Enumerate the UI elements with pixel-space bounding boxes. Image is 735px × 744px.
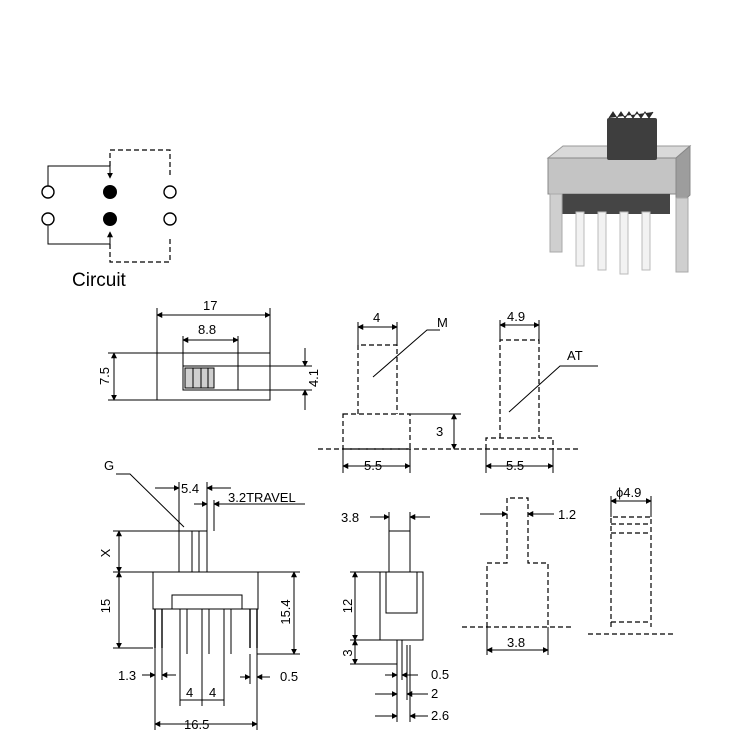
dim-0-5-side: 0.5 — [431, 667, 449, 682]
dim-0-5-front: 0.5 — [280, 669, 298, 684]
open-contact-icon — [41, 212, 55, 226]
g-actuator-view: 1.2 3.8 — [462, 497, 576, 655]
dim-5-5-m: 5.5 — [364, 458, 382, 473]
dim-5-4: 5.4 — [181, 481, 199, 496]
open-contact-icon — [163, 212, 177, 226]
dim-3-8-g: 3.8 — [507, 635, 525, 650]
circuit-diagram: Circuit — [41, 149, 177, 291]
dim-4-b: 4 — [209, 685, 216, 700]
closed-contact-icon — [103, 212, 117, 226]
top-view: 17 8.8 7.5 4.1 — [97, 298, 321, 410]
dim-8-8: 8.8 — [198, 322, 216, 337]
dim-4-9: 4.9 — [507, 309, 525, 324]
circuit-caption: Circuit — [72, 270, 127, 291]
dim-17: 17 — [203, 298, 217, 313]
dim-2-6: 2.6 — [431, 708, 449, 723]
dim-1-3: 1.3 — [118, 668, 136, 683]
at-label: AT — [567, 348, 583, 363]
closed-contact-icon — [103, 185, 117, 199]
dim-15: 15 — [98, 599, 113, 613]
dim-3: 3 — [436, 424, 443, 439]
m-actuator-view: 4 M 3 5.5 — [318, 310, 461, 473]
dim-phi-4-9: ϕ4.9 — [616, 485, 641, 500]
dim-3-8-side: 3.8 — [341, 510, 359, 525]
dim-12: 12 — [340, 599, 355, 613]
dim-15-4: 15.4 — [278, 599, 293, 624]
round-actuator-view: ϕ4.9 — [588, 485, 675, 635]
front-view: G 5.4 3.2TRAVEL X 15 15.4 1.3 4 4 — [98, 458, 305, 732]
side-view: 3.8 12 3 0.5 2 2.6 — [340, 510, 449, 723]
dim-5-5-at: 5.5 — [506, 458, 524, 473]
dim-16-5: 16.5 — [184, 717, 209, 732]
dim-4-1: 4.1 — [306, 369, 321, 387]
open-contact-icon — [41, 185, 55, 199]
dim-2: 2 — [431, 686, 438, 701]
m-label: M — [437, 315, 448, 330]
g-label: G — [104, 458, 114, 473]
travel-label: 3.2TRAVEL — [228, 490, 296, 505]
dim-7-5: 7.5 — [97, 367, 112, 385]
dim-1-2: 1.2 — [558, 507, 576, 522]
dim-4: 4 — [373, 310, 380, 325]
dim-3-side: 3 — [340, 649, 355, 656]
dim-4-a: 4 — [186, 685, 193, 700]
switch-photo — [546, 111, 692, 275]
at-actuator-view: 4.9 AT 5.5 — [461, 309, 598, 473]
open-contact-icon — [163, 185, 177, 199]
x-label: X — [98, 548, 113, 557]
